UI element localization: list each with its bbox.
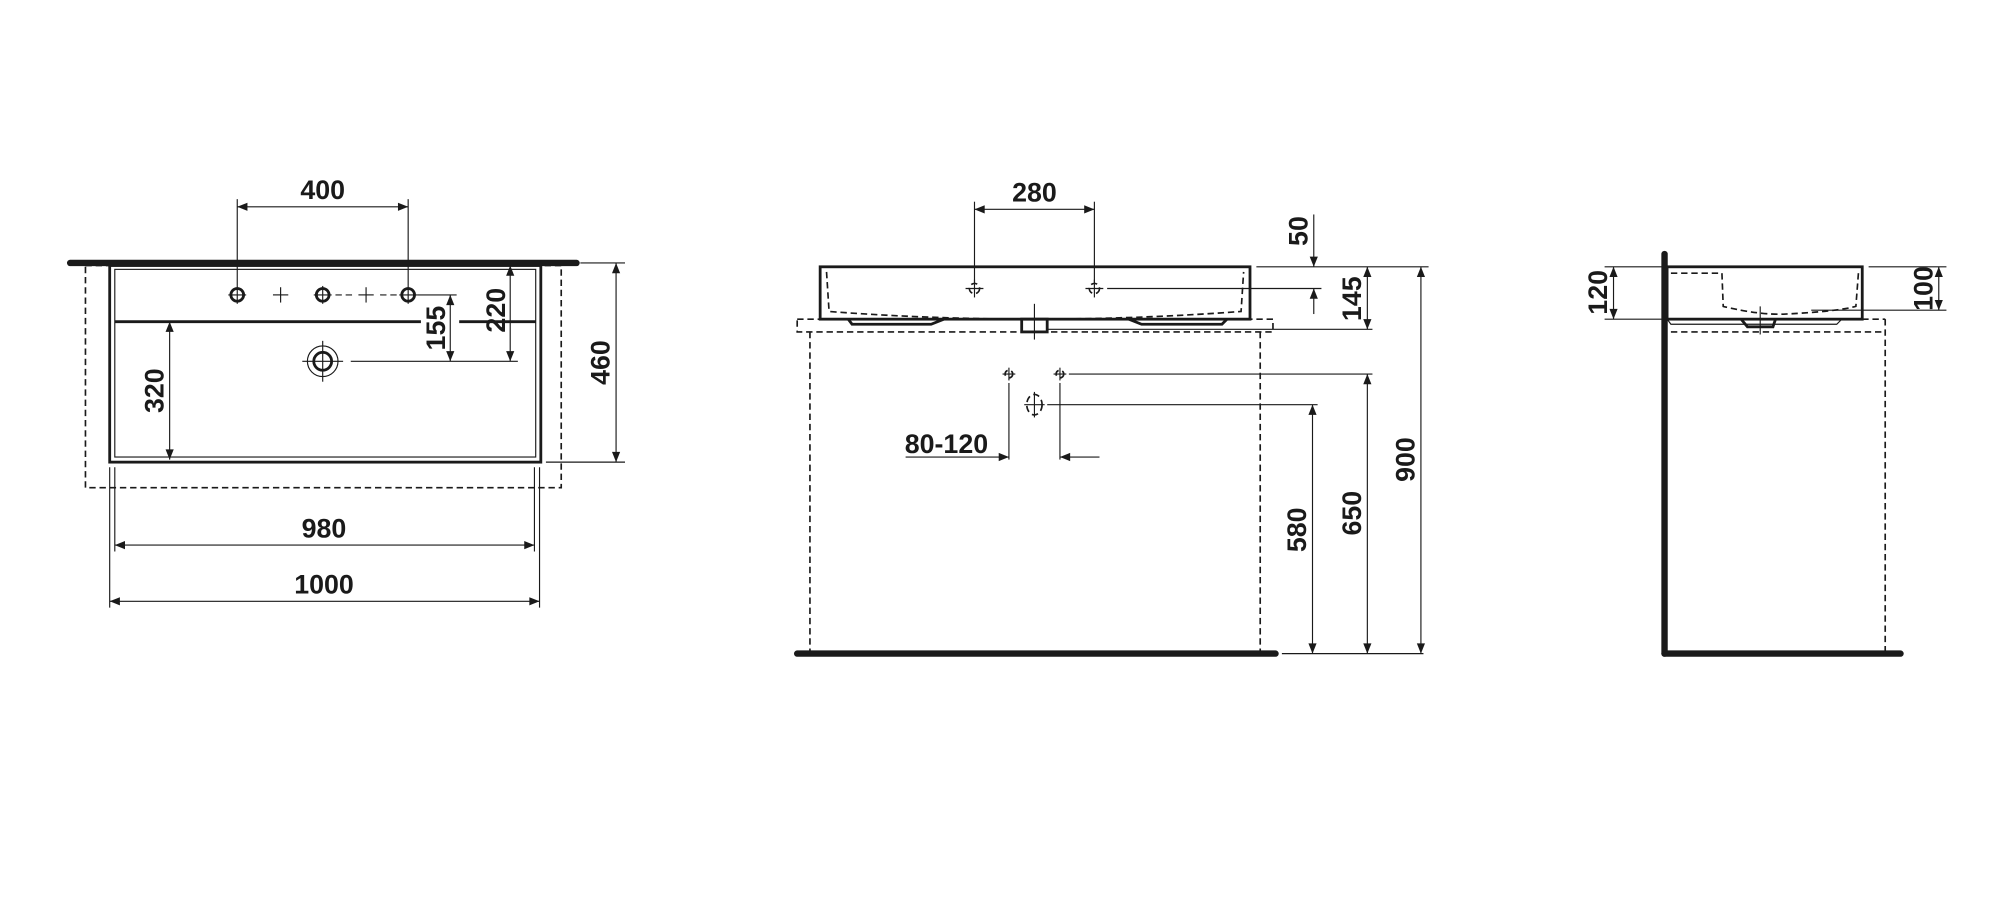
- optional-hole-marks: [272, 287, 397, 303]
- side-bowl-hidden: [1670, 272, 1860, 316]
- tap-hole-left: [228, 285, 247, 304]
- dim-supply-spacing-80-120: 80-120: [905, 429, 988, 459]
- dim-tap-spacing-400: 400: [300, 175, 345, 205]
- dim-tap-spacing-280: 280: [1012, 178, 1057, 208]
- dim-side-outer-height-120: 120: [1583, 270, 1613, 315]
- tap-hole-center: [313, 285, 332, 304]
- side-view: 120 100: [1583, 250, 1947, 657]
- dim-depth-460: 460: [586, 340, 616, 385]
- basin-outer: [108, 264, 543, 464]
- tap-hole-right: [399, 285, 418, 304]
- basin-bowl-hidden: [825, 271, 1245, 320]
- top-view: 400 155 220 320 460 980 1000: [66, 175, 625, 608]
- drain-outlet: [1024, 391, 1045, 418]
- dim-basin-height-145: 145: [1337, 276, 1367, 321]
- drain-hole: [302, 340, 344, 382]
- foot-right: [1128, 317, 1229, 326]
- dim-tap-to-drain-155: 155: [421, 306, 451, 351]
- dim-drain-from-front-320: 320: [139, 368, 169, 413]
- supply-holes: [1002, 367, 1067, 381]
- basin-inner: [114, 268, 537, 458]
- dim-inner-width-980: 980: [302, 513, 347, 543]
- dim-side-inner-height-100: 100: [1908, 266, 1938, 311]
- dim-drain-height-580: 580: [1282, 507, 1312, 552]
- front-view: 280 50 145 580 650 900 80-120: [794, 178, 1429, 657]
- dim-wall-to-drain-220: 220: [481, 288, 511, 333]
- side-basin-outline: [1665, 265, 1864, 321]
- foot-left: [847, 317, 945, 326]
- dim-total-height-900: 900: [1391, 437, 1421, 482]
- dim-supply-height-650: 650: [1337, 491, 1367, 536]
- basin-front-outline: [818, 265, 1252, 321]
- tap-holes-front: [965, 279, 1104, 298]
- dim-outer-width-1000: 1000: [294, 570, 354, 600]
- dim-tap-height-50: 50: [1283, 216, 1313, 246]
